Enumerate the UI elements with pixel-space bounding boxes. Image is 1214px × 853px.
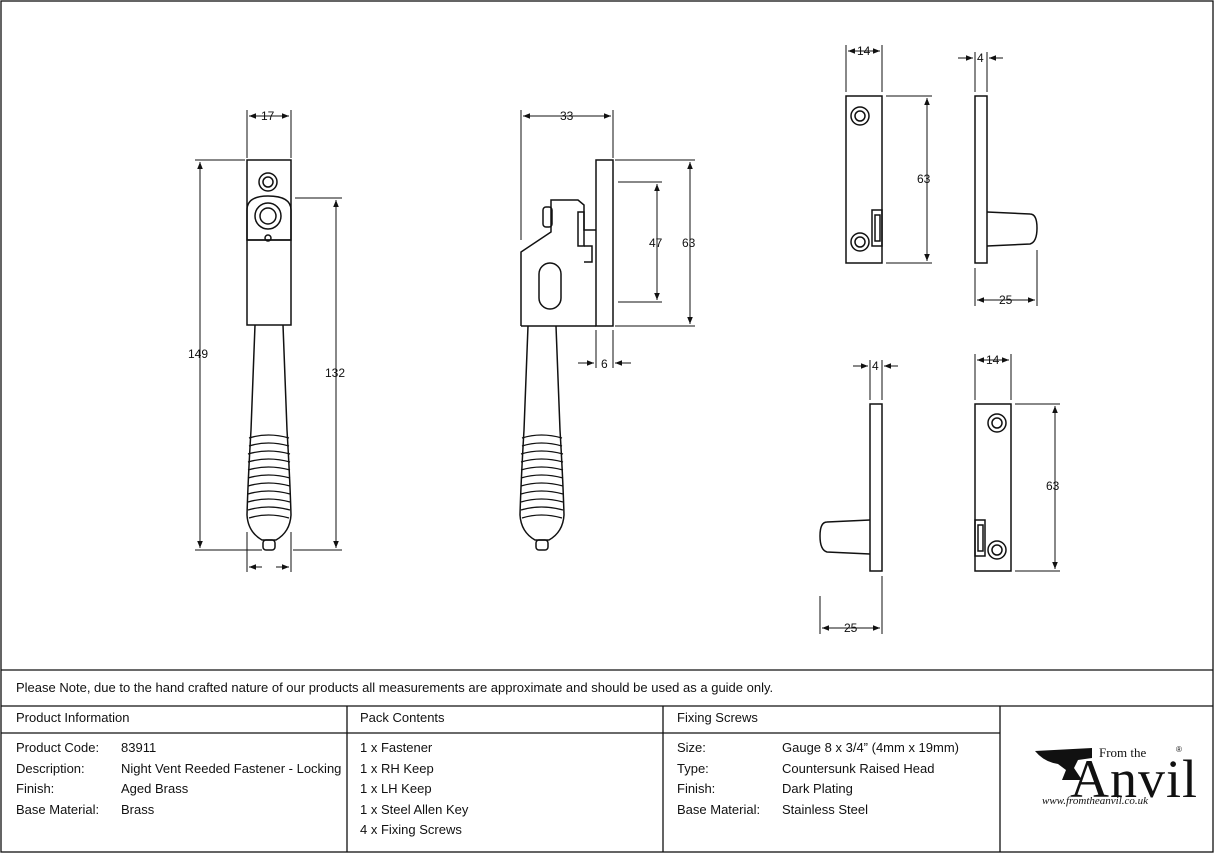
- row-label: Finish:: [677, 781, 716, 796]
- keep-bottom-side-view: [819, 403, 883, 572]
- fixing-screws-table: Size: Gauge 8 x 3/4” (4mm x 19mm) Type: Co…: [677, 738, 959, 820]
- row-value: Night Vent Reeded Fastener - Locking: [121, 760, 342, 776]
- dim-keep-bottom-side-depth: 25: [844, 621, 858, 635]
- row-value: Gauge 8 x 3/4” (4mm x 19mm): [782, 740, 959, 755]
- table-row: Base Material: Stainless Steel: [677, 800, 959, 821]
- fastener-side-view: [519, 159, 614, 551]
- keep-bottom-dimension-lines: [819, 354, 1060, 634]
- row-label: Description:: [16, 760, 85, 776]
- front-dimension-lines: [195, 110, 342, 572]
- list-item: 1 x Steel Allen Key: [360, 801, 469, 817]
- table-row: Base Material: Brass: [16, 800, 341, 821]
- table-row: Finish: Dark Plating: [677, 779, 959, 800]
- keep-top-front-view: [845, 95, 883, 264]
- row-label: Finish:: [16, 781, 55, 796]
- logo-from-the: From the: [1099, 745, 1147, 760]
- table-row: Product Code: 83911: [16, 738, 341, 759]
- keep-top-side-view: [974, 95, 1038, 264]
- row-label: Base Material:: [16, 801, 100, 817]
- row-value: Dark Plating: [782, 781, 853, 796]
- row-value: Brass: [121, 801, 155, 817]
- side-dimension-lines: [520, 110, 695, 368]
- product-info-table: Product Code: 83911 Description: Night Ven…: [16, 738, 341, 820]
- dim-keep-top-side-thickness: 4: [977, 51, 984, 65]
- row-label: Size:: [677, 740, 706, 755]
- logo-name: Anvil: [1070, 749, 1199, 809]
- keep-bottom-front-view: [974, 403, 1012, 572]
- list-item: 1 x Fastener: [360, 740, 433, 755]
- row-value: 83911: [121, 740, 157, 755]
- dim-keep-bottom-side-thickness: 4: [872, 359, 879, 373]
- list-item: 1 x RH Keep: [360, 760, 434, 776]
- table-row: Size: Gauge 8 x 3/4” (4mm x 19mm): [677, 738, 959, 759]
- pack-contents-header: Pack Contents: [360, 710, 445, 725]
- dim-front-height-lower: 132: [325, 366, 345, 380]
- row-label: Base Material:: [677, 801, 761, 817]
- dim-keep-top-height: 63: [917, 172, 931, 186]
- dim-keep-bottom-width: 14: [986, 353, 1000, 367]
- anvil-logo-icon: [1035, 748, 1092, 780]
- dim-side-plate-height: 63: [682, 236, 696, 250]
- logo-registered-mark: ®: [1176, 745, 1182, 754]
- logo-url: www.fromtheanvil.co.uk: [1042, 795, 1149, 807]
- product-info-header: Product Information: [16, 710, 130, 725]
- table-row: Type: Countersunk Raised Head: [677, 759, 959, 780]
- dim-keep-top-width: 14: [857, 44, 871, 58]
- measurement-note: Please Note, due to the hand crafted nat…: [16, 680, 774, 695]
- dim-side-plate-thickness: 6: [601, 357, 608, 371]
- fixing-screws-header: Fixing Screws: [677, 710, 758, 725]
- dim-keep-top-side-depth: 25: [999, 293, 1013, 307]
- keep-top-dimension-lines: [845, 45, 1038, 306]
- row-value: Stainless Steel: [782, 801, 868, 817]
- row-value: Countersunk Raised Head: [782, 760, 935, 776]
- row-value: Aged Brass: [121, 781, 189, 796]
- dim-side-width: 33: [560, 109, 574, 123]
- dim-front-width: 17: [261, 109, 275, 123]
- pack-contents-list: 1 x Fastener 1 x RH Keep 1 x LH Keep 1 x…: [360, 738, 468, 841]
- dim-front-height-total: 149: [188, 347, 208, 361]
- dim-side-inner-height: 47: [649, 236, 663, 250]
- fastener-front-view: [246, 159, 292, 551]
- row-label: Product Code:: [16, 740, 100, 755]
- dim-keep-bottom-height: 63: [1046, 479, 1060, 493]
- table-row: Description: Night Vent Reeded Fastener -…: [16, 759, 341, 780]
- list-item: 4 x Fixing Screws: [360, 822, 462, 837]
- row-label: Type:: [677, 760, 709, 776]
- list-item: 1 x LH Keep: [360, 781, 432, 796]
- table-row: Finish: Aged Brass: [16, 779, 341, 800]
